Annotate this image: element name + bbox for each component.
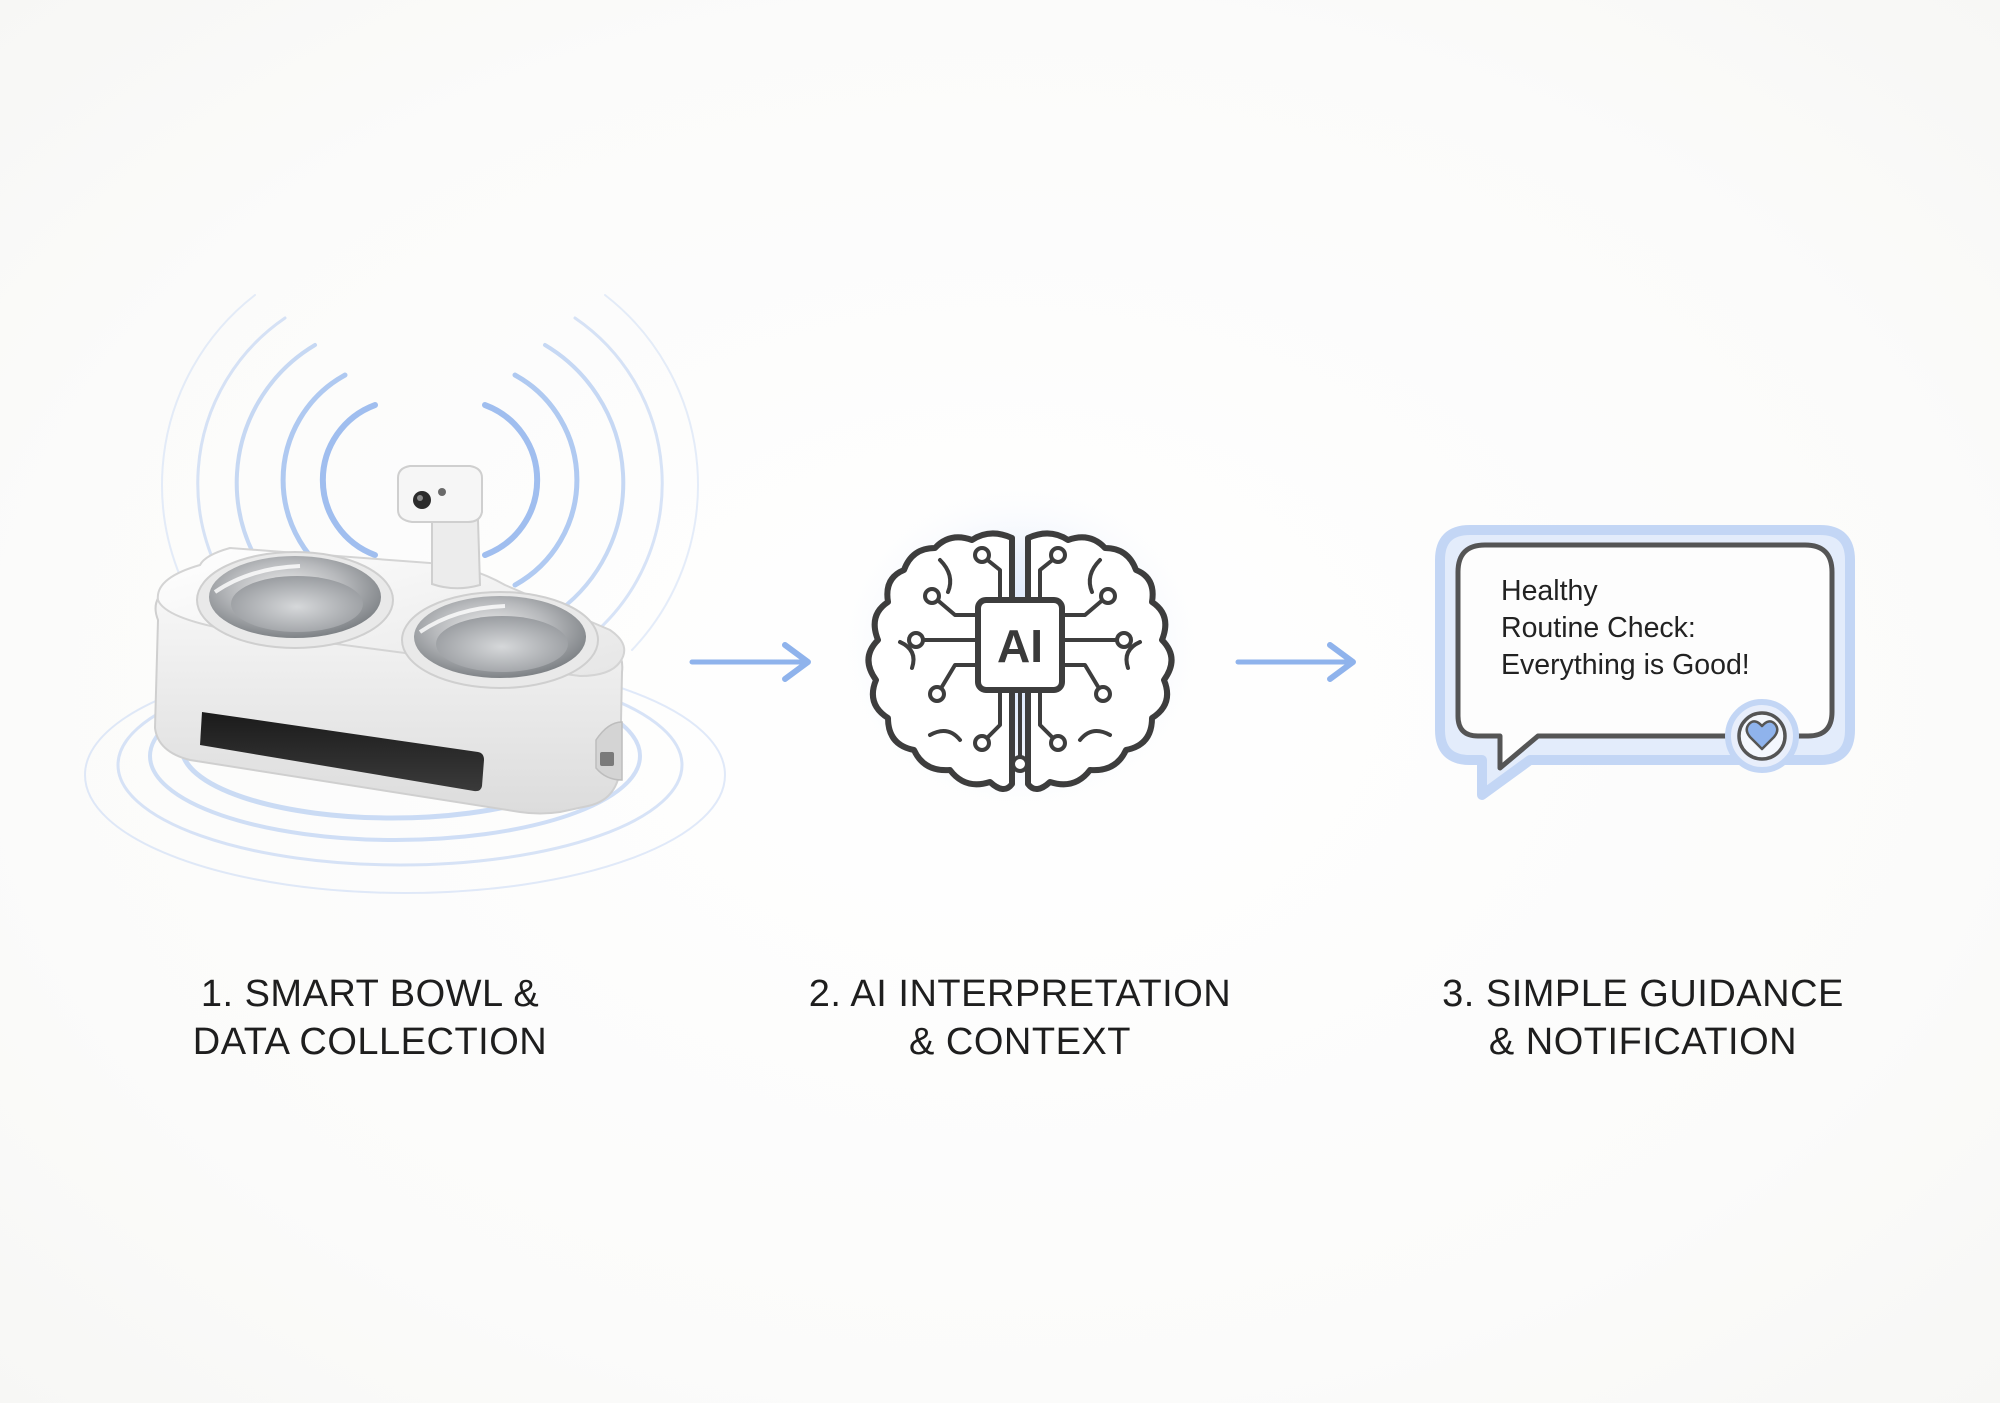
front-sensor-slot [200,712,484,792]
arrow-step1-to-step2 [689,642,811,682]
notification-line-2: Routine Check: [1501,612,1696,644]
step-2-label-line-1: 2. AI INTERPRETATION [808,973,1232,1015]
step-3-label-line-2: & NOTIFICATION [1488,1021,1798,1063]
step-1-label: 1. SMART BOWL & DATA COLLECTION [90,970,650,1066]
chat-bubble-icon [1435,525,1855,800]
ai-chip-label: AI [997,620,1043,672]
notification-line-1: Healthy [1501,575,1598,607]
step-3-label-line-1: 3. SIMPLE GUIDANCE [1442,973,1844,1015]
notification-message: Healthy Routine Check: Everything is Goo… [1501,573,1750,684]
step-3-label: 3. SIMPLE GUIDANCE & NOTIFICATION [1363,970,1923,1066]
notification-line-3: Everything is Good! [1501,649,1750,681]
brain-left-hemisphere [865,530,1015,792]
step-2-label-line-2: & CONTEXT [909,1021,1131,1063]
brain-right-hemisphere [1025,530,1175,792]
step-2-label: 2. AI INTERPRETATION & CONTEXT [740,970,1300,1066]
side-port-connector [600,752,614,766]
camera-post [397,465,483,590]
steel-bowl-left [196,551,394,649]
arrow-step2-to-step3 [1235,642,1356,682]
step-1-label-line-1: 1. SMART BOWL & [200,973,540,1015]
steel-bowl-right [401,591,599,689]
step-1-label-line-2: DATA COLLECTION [192,1021,548,1063]
ai-brain-icon: AI [830,480,1210,820]
wireless-waves-right [482,294,699,651]
smart-bowl-icon [84,294,726,894]
heart-icon [1745,720,1779,751]
ai-chip [975,597,1065,693]
